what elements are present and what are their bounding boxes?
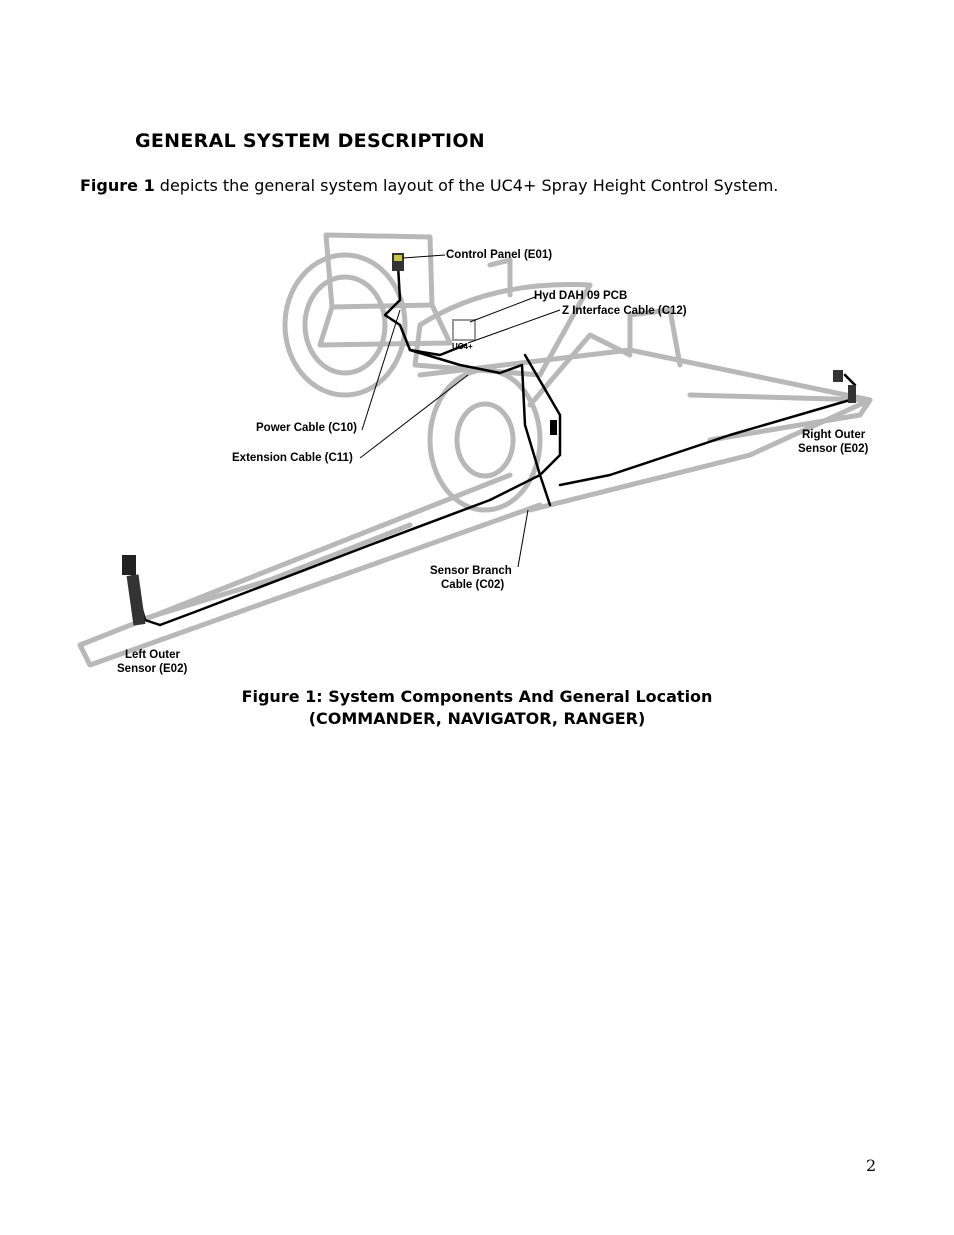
figure-caption: Figure 1: System Components And General … <box>0 686 954 730</box>
pcb-box-icon <box>452 319 476 341</box>
caption-line-2: (COMMANDER, NAVIGATOR, RANGER) <box>308 709 646 728</box>
caption-line-1: Figure 1: System Components And General … <box>241 687 713 706</box>
label-right-sensor-line2: Sensor (E02) <box>798 443 869 455</box>
label-control-panel: Control Panel (E01) <box>446 249 553 261</box>
left-sensor-icon <box>122 555 146 626</box>
section-heading: GENERAL SYSTEM DESCRIPTION <box>135 130 485 152</box>
label-right-sensor-line1: Right Outer <box>802 429 866 441</box>
label-extension-cable: Extension Cable (C11) <box>232 452 353 464</box>
right-sensor-icon <box>833 370 856 403</box>
uc4-badge: UC4+ <box>452 342 473 351</box>
page-number: 2 <box>866 1156 877 1175</box>
intro-text: depicts the general system layout of the… <box>154 176 779 195</box>
label-sensor-branch-line1: Sensor Branch <box>430 565 512 577</box>
connector-icon <box>550 420 557 435</box>
system-diagram: UC4+ Control Panel (E01) Hyd DAH 09 PCB … <box>70 225 890 685</box>
sprayer-illustration: UC4+ <box>77 232 873 668</box>
label-z-interface-cable: Z Interface Cable (C12) <box>562 305 687 317</box>
label-left-sensor-line1: Left Outer <box>125 649 180 661</box>
intro-paragraph: Figure 1 depicts the general system layo… <box>80 176 778 195</box>
label-hyd-pcb: Hyd DAH 09 PCB <box>534 290 628 302</box>
label-sensor-branch-line2: Cable (C02) <box>441 579 505 591</box>
figure-reference: Figure 1 <box>80 176 155 195</box>
label-left-sensor-line2: Sensor (E02) <box>117 663 188 675</box>
label-power-cable: Power Cable (C10) <box>256 422 357 434</box>
